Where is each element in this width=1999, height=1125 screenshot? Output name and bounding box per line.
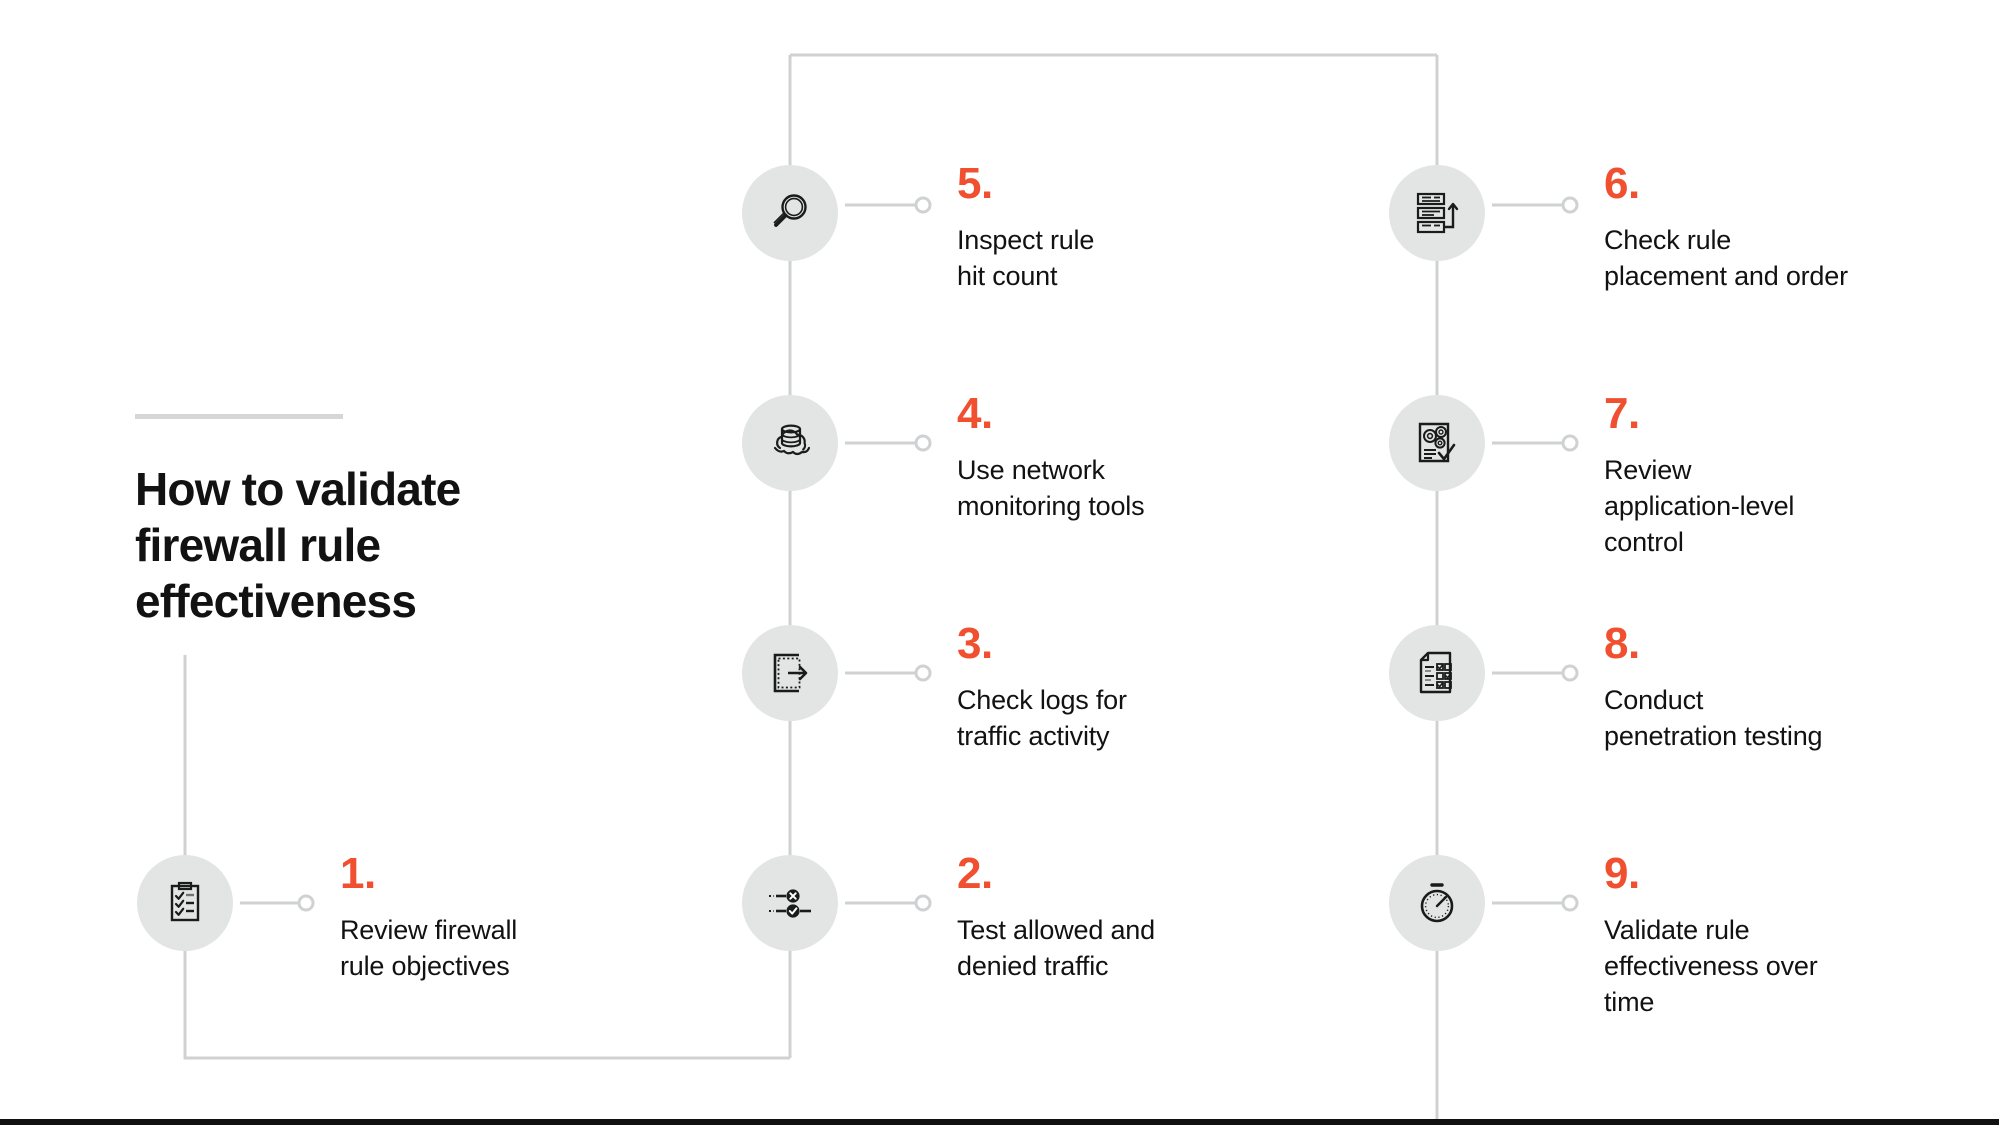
step-icon-4[interactable] [742, 395, 838, 491]
step-text-6: 6. Check rule placement and order [1604, 162, 1944, 295]
log-export-icon [768, 651, 812, 695]
step-label-1: Review firewall rule objectives [340, 915, 518, 981]
rule-order-icon [1414, 191, 1460, 235]
stopwatch-icon [1415, 881, 1459, 925]
title-block: How to validate firewall rule effectiven… [135, 414, 565, 629]
step-label-8: Conduct penetration testing [1604, 685, 1823, 751]
step-text-2: 2. Test allowed and denied traffic [957, 852, 1287, 985]
allow-deny-traffic-icon [767, 883, 813, 923]
step-icon-7[interactable] [1389, 395, 1485, 491]
step-text-7: 7. Review application-level control [1604, 392, 1944, 561]
step-icon-2[interactable] [742, 855, 838, 951]
gears-document-check-icon [1414, 421, 1460, 465]
checklist-document-icon [1416, 651, 1458, 695]
step-text-1: 1. Review firewall rule objectives [340, 852, 640, 985]
endpoint-dot-step-5 [914, 196, 932, 214]
endpoint-dot-step-2 [914, 894, 932, 912]
step-label-5: Inspect rule hit count [957, 225, 1095, 291]
step-label-7: Review application-level control [1604, 455, 1795, 557]
step-number-9: 9. [1604, 849, 1640, 898]
step-icon-5[interactable] [742, 165, 838, 261]
page-title: How to validate firewall rule effectiven… [135, 463, 461, 628]
endpoint-dot-step-8 [1561, 664, 1579, 682]
step-icon-1[interactable] [137, 855, 233, 951]
step-text-3: 3. Check logs for traffic activity [957, 622, 1287, 755]
step-icon-8[interactable] [1389, 625, 1485, 721]
step-number-2: 2. [957, 849, 993, 898]
endpoint-dot-step-3 [914, 664, 932, 682]
magnifier-icon [768, 191, 812, 235]
endpoint-dot-step-7 [1561, 434, 1579, 452]
step-number-5: 5. [957, 159, 993, 208]
step-text-9: 9. Validate rule effectiveness over time [1604, 852, 1944, 1021]
cloud-database-icon [766, 422, 814, 464]
step-label-6: Check rule placement and order [1604, 225, 1848, 291]
step-icon-3[interactable] [742, 625, 838, 721]
step-number-4: 4. [957, 389, 993, 438]
step-label-3: Check logs for traffic activity [957, 685, 1127, 751]
step-text-4: 4. Use network monitoring tools [957, 392, 1287, 525]
step-label-2: Test allowed and denied traffic [957, 915, 1155, 981]
title-divider [135, 414, 343, 419]
step-label-9: Validate rule effectiveness over time [1604, 915, 1818, 1017]
endpoint-dot-step-1 [297, 894, 315, 912]
endpoint-dot-step-9 [1561, 894, 1579, 912]
step-number-8: 8. [1604, 619, 1640, 668]
step-number-7: 7. [1604, 389, 1640, 438]
endpoint-dot-step-6 [1561, 196, 1579, 214]
bottom-bar [0, 1119, 1999, 1125]
step-icon-9[interactable] [1389, 855, 1485, 951]
endpoint-dot-step-4 [914, 434, 932, 452]
step-text-5: 5. Inspect rule hit count [957, 162, 1287, 295]
clipboard-check-icon [163, 881, 207, 925]
step-number-6: 6. [1604, 159, 1640, 208]
step-number-3: 3. [957, 619, 993, 668]
step-text-8: 8. Conduct penetration testing [1604, 622, 1944, 755]
step-number-1: 1. [340, 849, 376, 898]
step-label-4: Use network monitoring tools [957, 455, 1145, 521]
step-icon-6[interactable] [1389, 165, 1485, 261]
